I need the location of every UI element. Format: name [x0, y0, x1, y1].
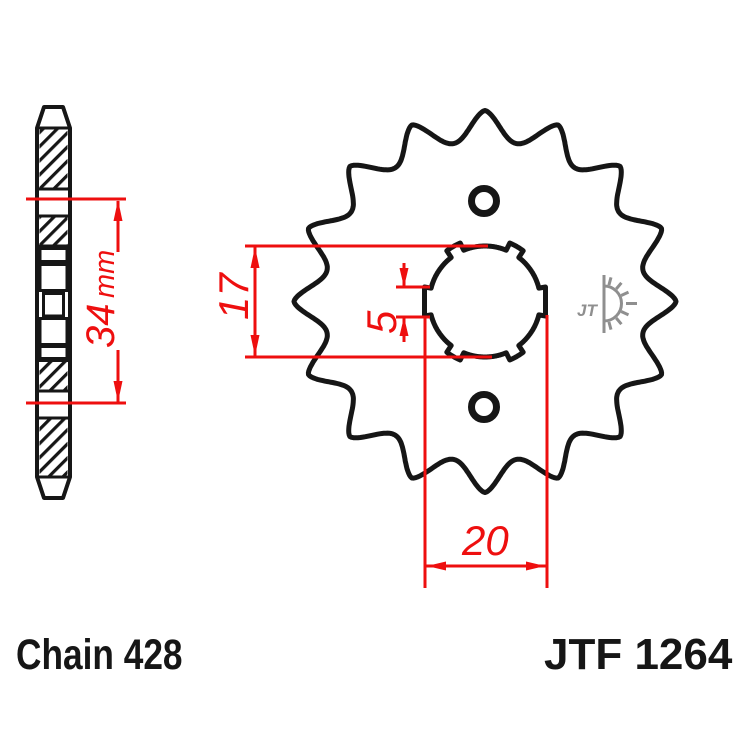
dimension-hub-width: 34 mm	[26, 197, 126, 405]
dimension-bore-width: 20	[423, 315, 549, 588]
hub-cell	[38, 263, 69, 292]
bolt-hole-bottom	[468, 391, 500, 423]
arrowhead-up	[399, 317, 409, 336]
front-view: JT	[291, 108, 679, 495]
dimension-flat-height: 5	[358, 263, 430, 342]
spline-bore	[422, 240, 548, 363]
arrowhead-down	[113, 381, 123, 402]
bolt-hole-top	[468, 185, 500, 217]
logo-letters: JT	[577, 301, 598, 320]
dimension-bore-height: 17	[210, 244, 492, 359]
dimension-value: 5	[358, 310, 405, 334]
arrowhead-right	[526, 561, 545, 571]
logo-gear-teeth	[607, 277, 637, 330]
hub-cell	[38, 247, 69, 263]
dimension-unit: mm	[89, 250, 121, 298]
part-number-label: JTF 1264	[544, 630, 733, 679]
arrowhead-up	[250, 247, 260, 268]
arrowhead-up	[113, 200, 123, 221]
section-boundary-lines	[38, 126, 69, 479]
arrowhead-down	[399, 268, 409, 287]
arrowhead-left	[427, 561, 446, 571]
dimension-value: 17	[210, 272, 257, 320]
hub-cell	[38, 317, 69, 346]
dimension-value: 20	[461, 517, 509, 564]
hatch-region	[39, 419, 68, 476]
jt-logo: JT	[577, 275, 637, 333]
arrowhead-down	[250, 335, 260, 356]
hub-cell	[42, 292, 65, 318]
hatch-region	[39, 129, 68, 188]
side-section-view	[35, 105, 72, 500]
logo-half-sprocket	[603, 284, 623, 323]
hub-cell	[38, 345, 69, 360]
chain-size-label: Chain 428	[16, 631, 183, 679]
hub-spline-cells	[38, 247, 69, 360]
hatch-region	[39, 361, 68, 390]
dimension-value: 34	[79, 304, 123, 349]
hatch-region	[39, 217, 68, 245]
